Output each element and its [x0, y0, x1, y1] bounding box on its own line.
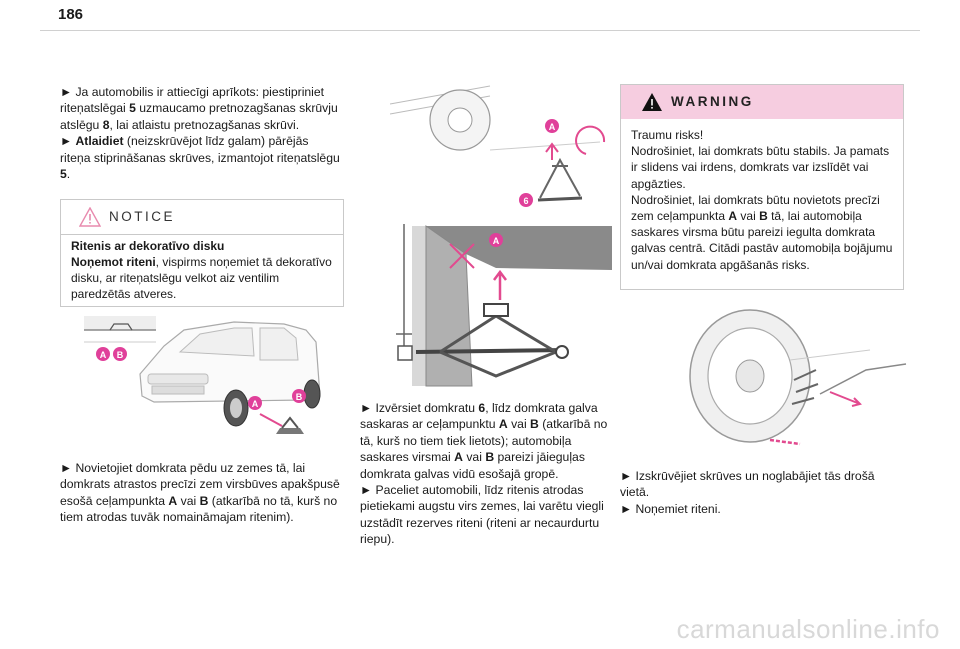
text-run: , līdz domkrata galva saskaras ar ceļamp…	[360, 401, 598, 432]
label-a-text-4: A	[493, 236, 500, 246]
text-run: 5	[60, 167, 67, 182]
text-run: uzmaucamo pretnozagšanas skrūvju atslēgu	[60, 101, 338, 132]
warning-triangle-icon	[79, 207, 101, 227]
text-run: (atkarībā no tā, kurš no tiem atrodas tu…	[60, 493, 338, 525]
wheel-removal-figure	[689, 309, 907, 446]
label-6: 6	[519, 193, 533, 207]
col3-para-2: ► Noņemiet riteni.	[620, 501, 902, 517]
watermark: carmanualsonline.info	[676, 614, 940, 644]
text-run: ► Izvērsiet domkratu	[360, 401, 479, 415]
text-run: pareizi jāieguļas domkrata galvas vidū e…	[360, 450, 585, 481]
cross-mark	[449, 243, 475, 269]
arrow-to-jack	[259, 413, 283, 427]
wheel-arrow	[769, 438, 801, 446]
warning-title: WARNING	[671, 94, 754, 109]
label-a-text-1: A	[100, 350, 107, 360]
text-run: Traumu risks!	[631, 128, 704, 142]
col1-para-3: ► Novietojiet domkrata pēdu uz zemes tā,…	[60, 460, 342, 526]
col2-para-1: ► Izvērsiet domkratu 6, līdz domkrata ga…	[360, 400, 622, 482]
column-3: ► Izskrūvējiet skrūves un noglabājiet tā…	[620, 468, 902, 517]
text-run: .	[66, 167, 71, 182]
label-A-top: A	[545, 119, 559, 133]
text-run: B	[530, 417, 539, 432]
text-run: B	[199, 493, 209, 508]
warning-body: Traumu risks! Nodrošiniet, lai domkrats b…	[631, 127, 896, 273]
jack-under-car-figure: A 6	[390, 85, 606, 207]
warning-header: WARNING	[621, 85, 903, 119]
label-A-detail: A	[489, 233, 503, 247]
rotate-arrow	[575, 125, 606, 155]
text-run: 6	[478, 401, 486, 415]
text-run: , lai atlaistu pretnozagšanas skrūvi.	[109, 117, 300, 132]
jack-detail-figure: A	[396, 224, 612, 387]
page-number: 186	[58, 6, 84, 23]
column-2: ► Izvērsiet domkratu 6, līdz domkrata ga…	[360, 400, 622, 548]
text-run: A	[728, 209, 738, 224]
label-A-left: A	[96, 347, 110, 361]
text-run: Noņemot riteni	[71, 255, 156, 269]
header-rule	[40, 30, 920, 31]
col3-para-1: ► Izskrūvējiet skrūves un noglabājiet tā…	[620, 468, 902, 501]
text-run: B	[759, 209, 768, 224]
car-body	[139, 321, 321, 427]
text-run: tā, lai automobiļa saskares virsma būtu …	[631, 209, 893, 272]
label-A-right: A	[248, 396, 262, 410]
col1-para-2: ► Atlaidiet (neizskrūvējot līdz galam) p…	[60, 133, 342, 182]
text-run: ►	[60, 134, 76, 149]
jack-arm	[819, 363, 907, 395]
text-run: ► Ja automobilis ir attiecīgi aprīkots: …	[60, 85, 325, 116]
text-run: Nodrošiniet, lai domkrats būtu stabils. …	[631, 144, 890, 191]
column-1: ► Ja automobilis ir attiecīgi aprīkots: …	[60, 84, 342, 182]
text-run: Ritenis ar dekoratīvo disku	[71, 239, 225, 253]
label-6-text: 6	[523, 196, 528, 206]
label-b-text-2: B	[296, 392, 303, 402]
label-B-left: B	[113, 347, 127, 361]
text-run: (atkarībā no tā, kurš no tiem tiek lieto…	[360, 417, 608, 465]
text-run: 5	[129, 101, 136, 116]
text-run: vai	[462, 450, 486, 465]
warning-triangle-icon	[642, 93, 662, 111]
text-run: ► Paceliet automobili, līdz ritenis atro…	[360, 483, 604, 547]
notice-title: NOTICE	[109, 209, 176, 224]
text-run: , vispirms noņemiet tā dekoratīvo disku,…	[71, 255, 332, 301]
text-run: A	[168, 493, 178, 508]
col2-para-2: ► Paceliet automobili, līdz ritenis atro…	[360, 482, 622, 548]
text-run: Atlaidiet	[75, 134, 124, 149]
text-run: A	[454, 450, 463, 465]
warning-box: WARNING Traumu risks! Nodrošiniet, lai do…	[620, 84, 904, 290]
lift-arrow	[493, 269, 507, 300]
col1-para-1: ► Ja automobilis ir attiecīgi aprīkots: …	[60, 84, 342, 133]
text-run: 8	[102, 117, 110, 132]
text-run: vai	[507, 417, 531, 432]
text-run: (neizskrūvējot līdz galam) pārējās riteņ…	[60, 134, 340, 165]
jack-icon	[276, 416, 304, 434]
column-1-bottom: ► Novietojiet domkrata pēdu uz zemes tā,…	[60, 460, 342, 526]
label-a-text-3: A	[549, 122, 556, 132]
label-b-text-1: B	[117, 350, 124, 360]
text-run: vai	[737, 209, 760, 224]
text-run: B	[485, 450, 495, 465]
car-jacking-points-figure: A B A B	[84, 316, 321, 434]
text-run: ► Izskrūvējiet skrūves un noglabājiet tā…	[620, 469, 875, 500]
up-arrow	[545, 142, 559, 160]
text-run: ► Novietojiet domkrata pēdu uz zemes tā,…	[60, 461, 340, 508]
jack-drawing	[537, 157, 583, 202]
label-B-right: B	[292, 389, 306, 403]
text-run: Nodrošiniet, lai domkrats būtu novietots…	[631, 192, 880, 224]
scissor-jack	[415, 303, 569, 378]
bolt-arrow	[829, 391, 862, 407]
text-run: ► Noņemiet riteni.	[620, 501, 721, 516]
text-run: A	[498, 417, 508, 432]
text-run: vai	[177, 493, 200, 508]
notice-header: NOTICE	[61, 200, 343, 235]
bolts	[791, 369, 819, 405]
label-a-text-2: A	[252, 399, 259, 409]
